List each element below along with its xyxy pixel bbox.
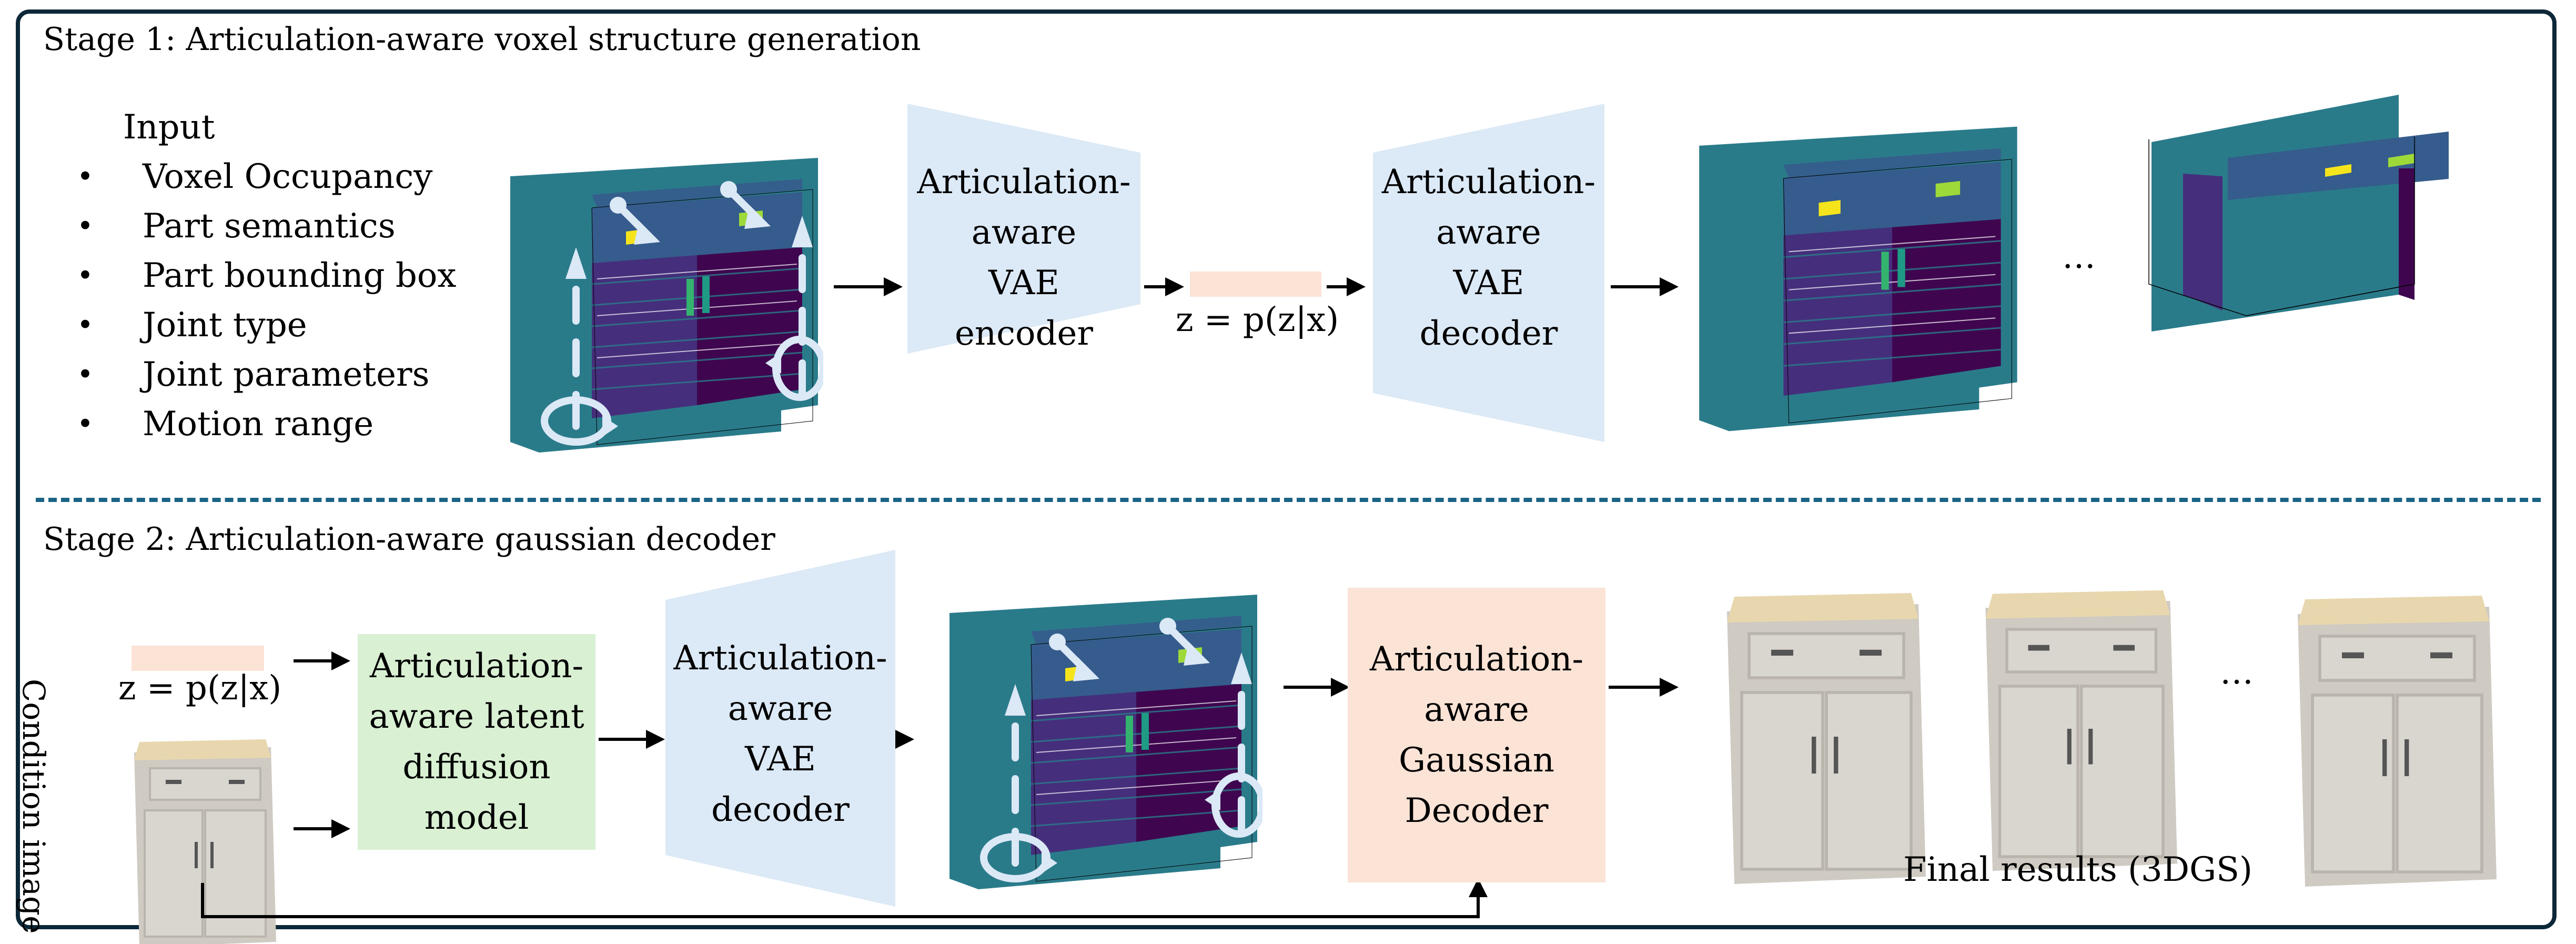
vae-encoder-shape: [907, 104, 1140, 354]
bullet-icon: •: [77, 308, 94, 342]
label-line: aware: [728, 689, 833, 728]
condition-image-label: Condition image: [16, 679, 52, 934]
input-item-label: Part semantics: [143, 207, 396, 246]
label-line: aware: [1424, 690, 1529, 729]
bullet-icon: •: [77, 407, 94, 440]
bullet-icon: •: [77, 358, 94, 391]
stage2-title: Stage 2: Articulation-aware gaussian dec…: [43, 521, 775, 558]
label-line: model: [424, 798, 529, 837]
input-item-label: Joint type: [143, 306, 307, 345]
condition-photo: [134, 739, 276, 944]
result-cabinet-closed: [1727, 593, 1926, 884]
ellipsis: …: [2220, 653, 2254, 692]
input-item: • Part bounding box: [74, 251, 457, 300]
label-line: decoder: [711, 790, 850, 829]
latent-formula: z = p(z|x): [1175, 300, 1339, 339]
label-line: Articulation-: [1369, 640, 1584, 679]
label-line: diffusion: [402, 748, 551, 787]
input-heading: Input: [123, 108, 215, 147]
result-cabinet-drawer-open: [2298, 596, 2497, 887]
bullet-icon: •: [77, 209, 94, 243]
stage1-title: Stage 1: Articulation-aware voxel struct…: [43, 21, 921, 58]
label-line: aware: [971, 213, 1077, 252]
output-voxel-open: [2148, 95, 2449, 332]
ellipsis: …: [2062, 237, 2096, 276]
gaussian-decoder: Articulation- aware Gaussian Decoder: [1348, 588, 1605, 882]
input-item-label: Part bounding box: [143, 256, 457, 295]
label-line: VAE: [1453, 264, 1524, 303]
vae-decoder: Articulation- aware VAE decoder: [1373, 158, 1604, 358]
latent-formula: z = p(z|x): [118, 669, 282, 708]
figure-frame: [16, 9, 2557, 929]
label-line: Articulation-: [1381, 163, 1596, 202]
stage-divider: [36, 498, 2541, 502]
label-line: VAE: [988, 264, 1059, 303]
input-item: • Joint parameters: [74, 350, 457, 399]
label-line: Articulation-: [917, 163, 1131, 202]
result-cabinet-doors-open: [1986, 590, 2178, 871]
output-voxel-closed: [1698, 126, 2018, 432]
latent-diffusion-model: Articulation- aware latent diffusion mod…: [358, 634, 595, 850]
input-item-label: Motion range: [143, 405, 374, 444]
latent-vector: [132, 646, 264, 671]
results-caption: Final results (3DGS): [1903, 850, 2252, 889]
condition-skip-connection: [201, 878, 1488, 918]
label-line: VAE: [745, 740, 816, 779]
label-line: aware latent: [369, 697, 584, 736]
label-line: encoder: [955, 314, 1093, 353]
bullet-icon: •: [77, 160, 94, 193]
label-line: decoder: [1419, 314, 1558, 353]
input-item: • Voxel Occupancy: [74, 152, 457, 202]
input-list: Input • Voxel Occupancy • Part semantics •…: [74, 103, 457, 449]
intermediate-voxel-cabinet: [948, 594, 1262, 890]
input-voxel-cabinet: [509, 158, 823, 453]
vae-decoder-shape-2: [665, 550, 895, 907]
input-item-label: Voxel Occupancy: [143, 157, 433, 196]
input-item: • Joint type: [74, 300, 457, 350]
input-item: • Motion range: [74, 399, 457, 449]
label-line: aware: [1436, 213, 1541, 252]
vae-decoder-shape: [1373, 104, 1604, 442]
vae-decoder-2: Articulation- aware VAE decoder: [665, 626, 895, 842]
label-line: Articulation-: [369, 647, 584, 686]
latent-vector: [1190, 272, 1321, 297]
input-item: • Part semantics: [74, 202, 457, 251]
label-line: Articulation-: [673, 639, 887, 678]
bullet-icon: •: [77, 259, 94, 292]
vae-encoder: Articulation- aware VAE encoder: [907, 158, 1140, 358]
label-line: Decoder: [1405, 791, 1549, 830]
input-item-label: Joint parameters: [143, 355, 430, 394]
label-line: Gaussian: [1398, 741, 1555, 780]
